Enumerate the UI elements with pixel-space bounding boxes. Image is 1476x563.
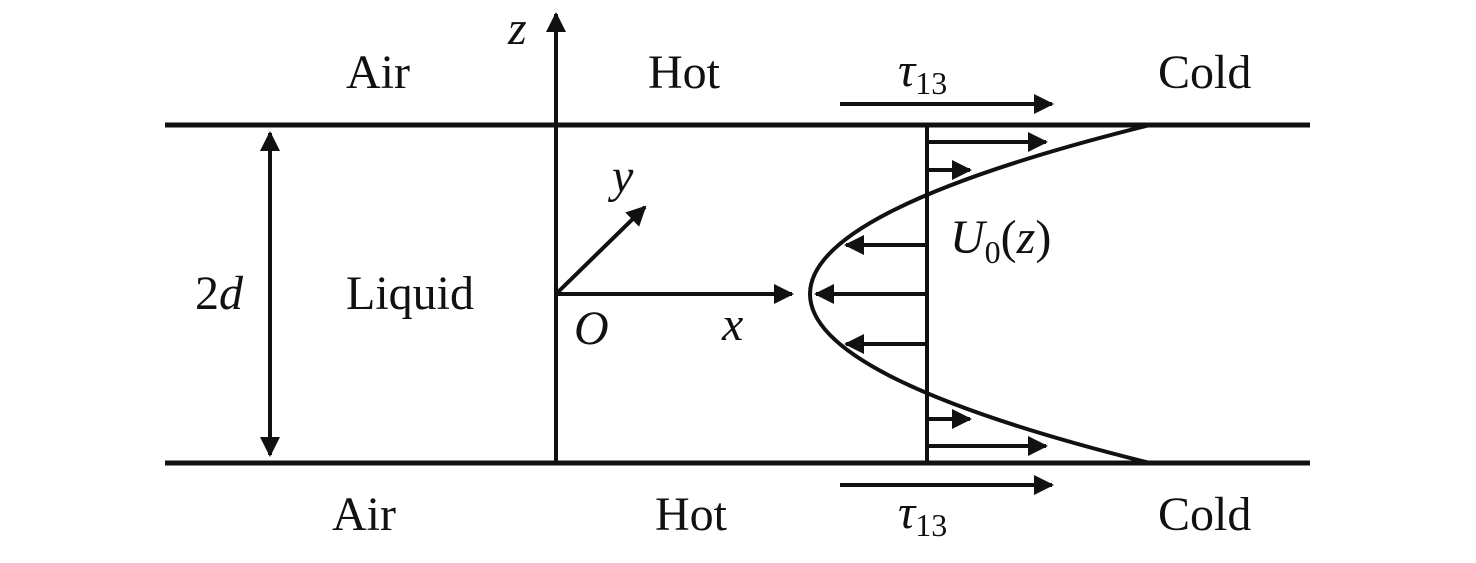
- thickness-label: 2d: [195, 267, 244, 320]
- origin-label: O: [574, 302, 609, 355]
- velocity-profile-label: U0(z): [950, 211, 1051, 270]
- velocity-paren-open: (: [1001, 211, 1017, 264]
- x-axis-label: x: [721, 298, 743, 351]
- stress-subscript: 13: [915, 65, 947, 101]
- stress-symbol: τ: [898, 486, 917, 539]
- thickness-number: 2: [195, 267, 219, 320]
- z-axis-label: z: [507, 2, 527, 55]
- top-air-label: Air: [346, 46, 410, 99]
- bottom-hot-label: Hot: [655, 488, 728, 541]
- stress-subscript: 13: [915, 507, 947, 543]
- velocity-subscript: 0: [985, 234, 1001, 270]
- y-axis-label: y: [607, 150, 634, 203]
- velocity-argument: z: [1016, 211, 1036, 264]
- velocity-symbol: U: [950, 211, 988, 264]
- bottom-cold-label: Cold: [1158, 488, 1251, 541]
- top-stress-label: τ13: [898, 44, 947, 101]
- stress-symbol: τ: [898, 44, 917, 97]
- thickness-variable: d: [219, 267, 244, 320]
- bottom-stress-label: τ13: [898, 486, 947, 543]
- y-axis: [554, 205, 647, 296]
- velocity-paren-close: ): [1035, 211, 1051, 264]
- top-hot-label: Hot: [648, 46, 721, 99]
- liquid-label: Liquid: [346, 267, 474, 320]
- top-cold-label: Cold: [1158, 46, 1251, 99]
- bottom-air-label: Air: [332, 488, 396, 541]
- velocity-profile-curve: [808, 123, 1151, 465]
